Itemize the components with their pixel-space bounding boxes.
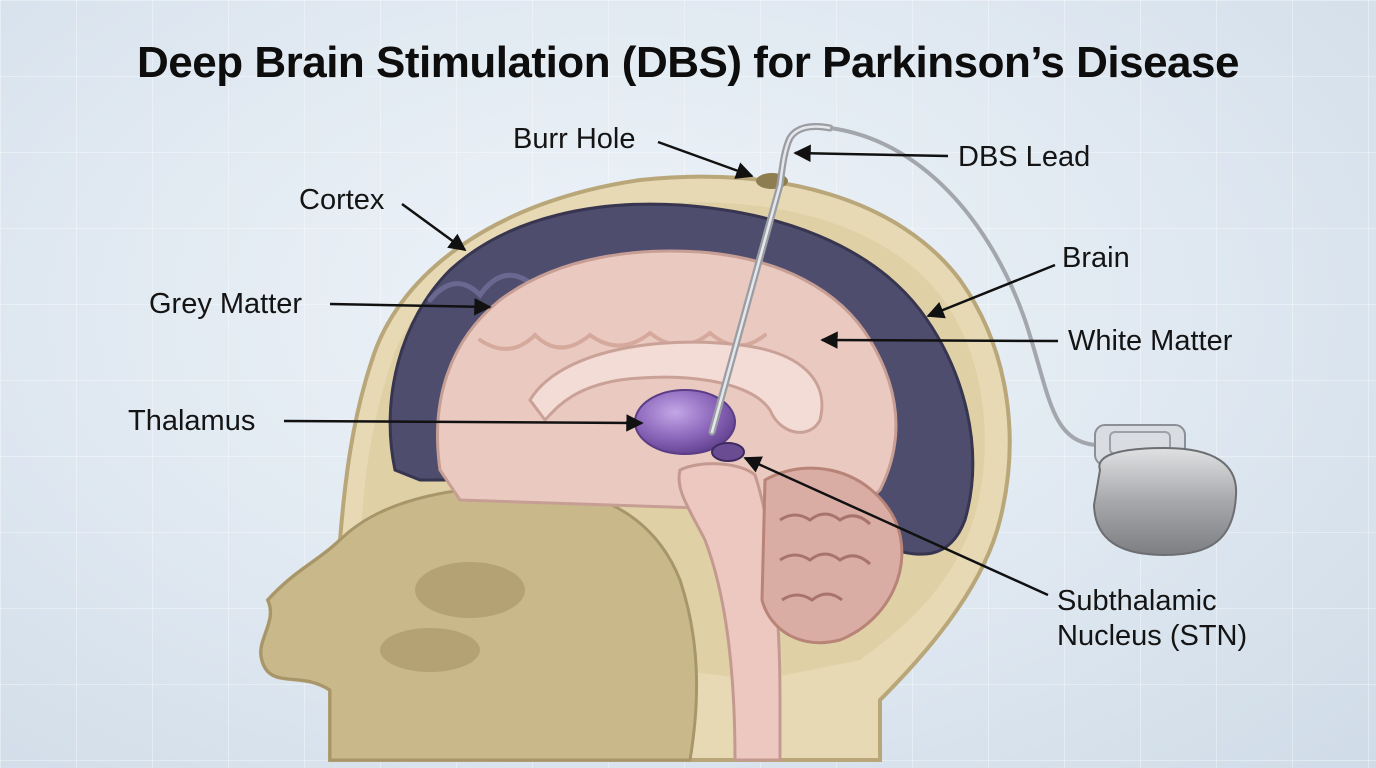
label-brain: Brain <box>1062 241 1130 275</box>
leader-white-matter <box>822 340 1058 341</box>
page-title: Deep Brain Stimulation (DBS) for Parkins… <box>0 38 1376 88</box>
leader-burr-hole <box>658 142 752 176</box>
label-burr-hole: Burr Hole <box>513 122 636 156</box>
pulse-generator <box>1094 425 1236 555</box>
label-cortex: Cortex <box>299 183 384 217</box>
label-stn-line2: Nucleus (STN) <box>1057 619 1247 653</box>
label-stn-line1: Subthalamic <box>1057 584 1217 618</box>
subthalamic-nucleus <box>712 443 744 461</box>
leader-cortex <box>402 204 465 250</box>
sinus-cavity-2 <box>380 628 480 672</box>
face-bone <box>261 487 697 760</box>
label-dbs-lead: DBS Lead <box>958 140 1090 174</box>
leader-dbs-lead <box>795 153 948 156</box>
label-grey-matter: Grey Matter <box>149 287 302 321</box>
label-thalamus: Thalamus <box>128 404 255 438</box>
sinus-cavity <box>415 562 525 618</box>
label-white-matter: White Matter <box>1068 324 1232 358</box>
